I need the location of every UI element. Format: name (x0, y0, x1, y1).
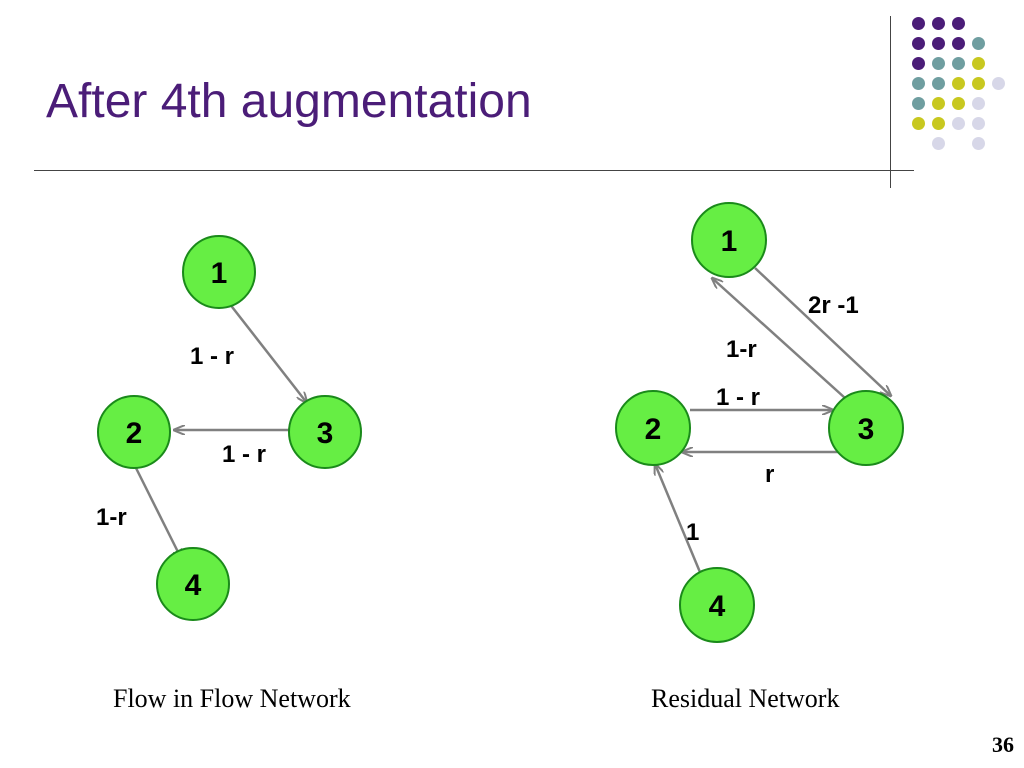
decor-dot (952, 17, 965, 30)
flow-node-2: 2 (97, 395, 171, 469)
decor-dot (972, 97, 985, 110)
residual-node-4: 4 (679, 567, 755, 643)
decor-dot (932, 37, 945, 50)
flow-edge-1-3-label: 1 - r (190, 343, 234, 370)
decor-dot (952, 97, 965, 110)
decor-dot (952, 37, 965, 50)
decor-dot (912, 77, 925, 90)
residual-node-2-label: 2 (645, 413, 662, 446)
residual-node-2: 2 (615, 390, 691, 466)
flow-edge-2-4 (134, 467, 182, 560)
decor-dot (972, 137, 985, 150)
residual-edge-4-2 (655, 464, 704, 578)
residual-node-3-label: 3 (858, 413, 875, 446)
decor-dot (972, 117, 985, 130)
decor-dot (972, 37, 985, 50)
residual-edge-1-3 (754, 267, 891, 396)
flow-node-1: 1 (182, 235, 256, 309)
flow-edge-3-2-label: 1 - r (222, 441, 266, 468)
flow-node-3: 3 (288, 395, 362, 469)
decor-dot (952, 77, 965, 90)
residual-network-caption: Residual Network (651, 684, 840, 713)
residual-node-1: 1 (691, 202, 767, 278)
decor-dot (992, 77, 1005, 90)
decor-dot (912, 57, 925, 70)
residual-node-3: 3 (828, 390, 904, 466)
decor-dot (932, 117, 945, 130)
decor-dot (912, 37, 925, 50)
residual-edge-3-1 (712, 278, 846, 399)
corner-divider (890, 16, 891, 188)
residual-edge-3-1-label: 1-r (726, 336, 757, 363)
residual-edge-3-2-label: r (765, 461, 774, 488)
residual-edge-1-3-label: 2r -1 (808, 292, 859, 319)
slide-title: After 4th augmentation (46, 75, 532, 128)
decor-dot (972, 77, 985, 90)
residual-node-1-label: 1 (721, 225, 738, 258)
decor-dot (912, 117, 925, 130)
flow-edge-2-4-label: 1-r (96, 504, 127, 531)
decor-dot (932, 77, 945, 90)
flow-node-3-label: 3 (317, 417, 334, 450)
residual-node-4-label: 4 (709, 590, 726, 623)
decor-dot (932, 137, 945, 150)
flow-node-4: 4 (156, 547, 230, 621)
decor-dot (932, 17, 945, 30)
residual-edge-2-3-label: 1 - r (716, 384, 760, 411)
decor-dot (952, 57, 965, 70)
flow-node-4-label: 4 (185, 569, 202, 602)
decor-dot (952, 117, 965, 130)
page-number: 36 (992, 732, 1014, 757)
decor-dot (972, 57, 985, 70)
flow-node-1-label: 1 (211, 257, 228, 290)
residual-network-graph: 1 2 3 4 2r -1 1-r 1 - r r 1 (615, 202, 904, 643)
decor-dot (932, 97, 945, 110)
residual-edge-4-2-label: 1 (686, 519, 699, 546)
flow-network-graph: 1 2 3 4 1 - r 1 - r 1-r (96, 235, 362, 621)
decor-dot (932, 57, 945, 70)
decor-dot (912, 97, 925, 110)
flow-network-caption: Flow in Flow Network (113, 684, 351, 713)
flow-node-2-label: 2 (126, 417, 143, 450)
decor-dot (912, 17, 925, 30)
flow-edge-1-3 (228, 302, 307, 403)
title-divider (34, 170, 914, 171)
